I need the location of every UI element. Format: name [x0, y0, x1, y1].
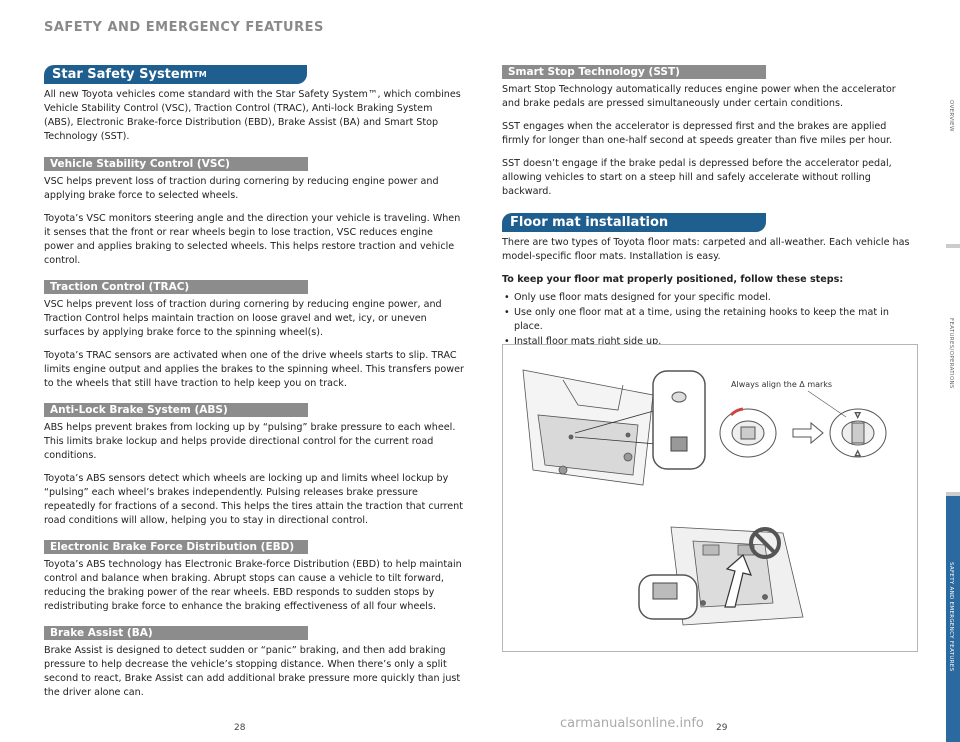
floor-mat-steps-list: Only use floor mats designed for your sp… — [502, 291, 916, 349]
trac-paragraph-1: VSC helps prevent loss of traction durin… — [44, 299, 442, 338]
align-marks-caption: Always align the Δ marks — [731, 380, 832, 389]
sidebar-divider — [946, 492, 960, 496]
svg-text:△: △ — [855, 449, 861, 457]
up-arrow-icon — [724, 553, 752, 608]
floor-mat-heading: Floor mat installation — [502, 213, 766, 232]
vsc-heading: Vehicle Stability Control (VSC) — [44, 157, 308, 171]
trademark-symbol: TM — [193, 70, 207, 79]
ebd-paragraph-1: Toyota’s ABS technology has Electronic B… — [44, 559, 462, 612]
ebd-heading: Electronic Brake Force Distribution (EBD… — [44, 540, 308, 554]
star-safety-heading: Star Safety SystemTM — [44, 65, 307, 84]
hook-detail-callout — [652, 370, 706, 470]
tab-safety-emergency[interactable]: SAFETY AND EMERGENCY FEATURES — [946, 496, 960, 742]
sst-paragraph-1: Smart Stop Technology automatically redu… — [502, 84, 896, 109]
tab-safety-emergency-label: SAFETY AND EMERGENCY FEATURES — [948, 562, 954, 672]
tab-features-operations-label: FEATURES/OPERATIONS — [948, 318, 954, 389]
clip-after-icon: ▽ △ — [829, 408, 887, 458]
ba-heading: Brake Assist (BA) — [44, 626, 308, 640]
floor-mat-paragraph: There are two types of Toyota floor mats… — [502, 237, 910, 262]
watermark: carmanualsonline.info — [560, 716, 704, 731]
floor-mat-steps-heading: To keep your floor mat properly position… — [502, 274, 844, 285]
right-column: Smart Stop Technology (SST) Smart Stop T… — [502, 65, 916, 350]
page-number-left: 28 — [234, 723, 246, 733]
hook-wrong-callout — [638, 574, 698, 620]
abs-paragraph-1: ABS helps prevent brakes from locking up… — [44, 422, 456, 461]
sst-paragraph-2: SST engages when the accelerator is depr… — [502, 121, 893, 146]
section-sidebar: OVERVIEW FEATURES/OPERATIONS SAFETY AND … — [920, 0, 960, 742]
list-item: Install floor mats right side up. — [502, 335, 916, 349]
tab-features-operations[interactable]: FEATURES/OPERATIONS — [946, 248, 960, 492]
trac-heading: Traction Control (TRAC) — [44, 280, 308, 294]
vsc-paragraph-1: VSC helps prevent loss of traction durin… — [44, 176, 439, 201]
sidebar-divider — [946, 244, 960, 248]
floor-mat-illustration: ▽ △ Always align the Δ marks — [502, 344, 918, 652]
right-arrow-icon — [792, 421, 824, 445]
left-column: Star Safety SystemTM All new Toyota vehi… — [44, 65, 464, 709]
caption-leader-line — [807, 390, 847, 418]
tab-overview-label: OVERVIEW — [948, 100, 954, 132]
page-number-right: 29 — [716, 723, 728, 733]
trac-paragraph-2: Toyota’s TRAC sensors are activated when… — [44, 350, 464, 389]
sst-paragraph-3: SST doesn’t engage if the brake pedal is… — [502, 158, 892, 197]
floor-mat-diagram: ▽ △ Always align the Δ marks — [522, 369, 887, 626]
tab-overview[interactable]: OVERVIEW — [946, 0, 960, 244]
prohibited-icon — [749, 527, 781, 559]
list-item: Only use floor mats designed for your sp… — [502, 291, 916, 305]
mat-installed-illustration — [522, 369, 669, 486]
abs-paragraph-2: Toyota’s ABS sensors detect which wheels… — [44, 473, 463, 526]
list-item: Use only one floor mat at a time, using … — [502, 306, 916, 334]
svg-text:▽: ▽ — [855, 411, 861, 419]
page-title: SAFETY AND EMERGENCY FEATURES — [44, 20, 324, 35]
clip-before-icon — [719, 407, 777, 458]
vsc-paragraph-2: Toyota’s VSC monitors steering angle and… — [44, 213, 461, 266]
ba-paragraph-1: Brake Assist is designed to detect sudde… — [44, 645, 461, 698]
abs-heading: Anti-Lock Brake System (ABS) — [44, 403, 308, 417]
star-safety-intro: All new Toyota vehicles come standard wi… — [44, 89, 461, 142]
sst-heading: Smart Stop Technology (SST) — [502, 65, 766, 79]
